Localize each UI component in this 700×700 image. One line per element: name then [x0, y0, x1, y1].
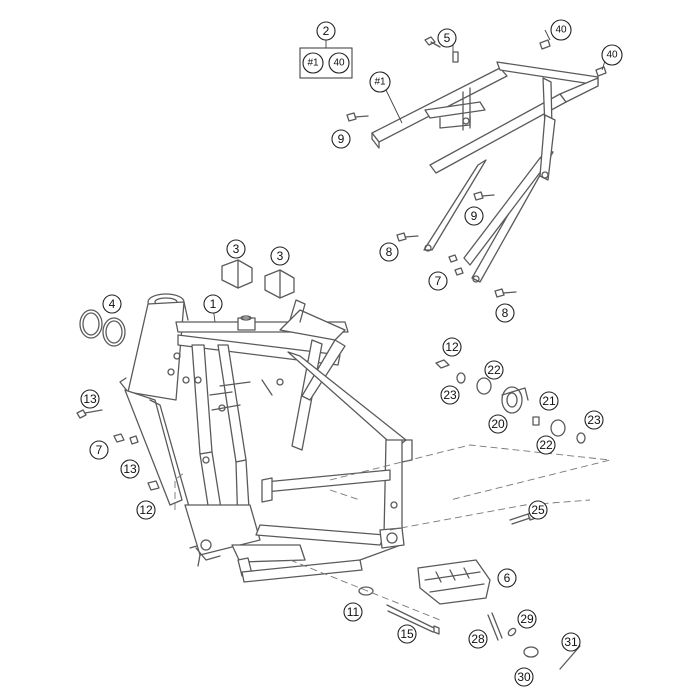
svg-text:5: 5: [444, 31, 451, 45]
svg-text:22: 22: [539, 438, 553, 452]
svg-text:3: 3: [233, 242, 240, 256]
callout-9b: 9: [464, 206, 484, 226]
svg-text:22: 22: [487, 363, 501, 377]
callout-15: 15: [397, 624, 417, 644]
callout-11: 11: [343, 602, 363, 622]
callout-21: 21: [539, 391, 559, 411]
frame-protectors: [221, 259, 295, 299]
callout-23b: 23: [584, 410, 604, 430]
svg-text:30: 30: [517, 670, 531, 684]
callout-5: 5: [437, 28, 457, 48]
callout-1: 1: [203, 294, 223, 314]
callout-2-sub-1: #1: [302, 52, 324, 74]
subframe-fasteners: [346, 36, 607, 298]
svg-text:13: 13: [123, 462, 137, 476]
svg-text:12: 12: [445, 340, 459, 354]
callout-3a: 3: [226, 239, 246, 259]
svg-text:28: 28: [471, 632, 485, 646]
svg-text:23: 23: [443, 388, 457, 402]
callout-22b: 22: [536, 435, 556, 455]
callout-subframe: #1: [369, 71, 391, 93]
svg-text:9: 9: [338, 132, 345, 146]
svg-text:9: 9: [471, 209, 478, 223]
svg-text:12: 12: [139, 503, 153, 517]
pivot-parts: [435, 359, 586, 444]
callout-40b: 40: [601, 44, 623, 66]
callout-30: 30: [514, 667, 534, 687]
svg-text:29: 29: [520, 612, 534, 626]
callout-22a: 22: [484, 360, 504, 380]
callout-31: 31: [561, 632, 581, 652]
callout-28: 28: [468, 629, 488, 649]
callout-6: 6: [497, 568, 517, 588]
svg-text:25: 25: [531, 503, 545, 517]
svg-text:40: 40: [555, 25, 567, 36]
footpeg-assembly: [417, 559, 581, 670]
callout-2-sub-40: 40: [328, 52, 350, 74]
callout-2-group: [299, 40, 353, 79]
callout-20: 20: [488, 414, 508, 434]
callout-8b: 8: [495, 303, 515, 323]
svg-text:13: 13: [83, 392, 97, 406]
svg-text:40: 40: [606, 50, 618, 61]
callout-13a: 13: [80, 389, 100, 409]
svg-text:31: 31: [564, 635, 578, 649]
svg-text:8: 8: [386, 245, 393, 259]
callout-3b: 3: [270, 246, 290, 266]
callout-29: 29: [517, 609, 537, 629]
callout-12a: 12: [442, 337, 462, 357]
svg-text:3: 3: [277, 249, 284, 263]
svg-text:40: 40: [333, 58, 345, 69]
callout-13b: 13: [120, 459, 140, 479]
svg-text:11: 11: [347, 605, 360, 619]
left-fasteners: [76, 409, 160, 491]
bearing-cups: [79, 309, 126, 347]
callout-7a: 7: [428, 271, 448, 291]
callout-8a: 8: [379, 242, 399, 262]
svg-text:15: 15: [400, 627, 414, 641]
svg-text:7: 7: [435, 274, 442, 288]
svg-text:7: 7: [96, 443, 103, 457]
callout-2: 2: [316, 21, 336, 41]
svg-text:4: 4: [109, 297, 116, 311]
callout-23a: 23: [440, 385, 460, 405]
svg-text:6: 6: [504, 571, 511, 585]
svg-text:1: 1: [210, 297, 217, 311]
routing-lines: [174, 444, 611, 621]
svg-text:20: 20: [491, 417, 505, 431]
callout-9a: 9: [331, 129, 351, 149]
svg-text:23: 23: [587, 413, 601, 427]
svg-text:8: 8: [502, 306, 509, 320]
callout-25: 25: [528, 500, 548, 520]
svg-text:#1: #1: [374, 77, 386, 88]
svg-text:2: 2: [323, 24, 330, 38]
svg-text:21: 21: [542, 394, 556, 408]
callout-4: 4: [102, 294, 122, 314]
svg-text:#1: #1: [307, 58, 319, 69]
rear-subframe: [371, 61, 599, 283]
main-frame: [119, 293, 413, 583]
callout-40a: 40: [550, 19, 572, 41]
callout-12b: 12: [136, 500, 156, 520]
callout-7b: 7: [89, 440, 109, 460]
